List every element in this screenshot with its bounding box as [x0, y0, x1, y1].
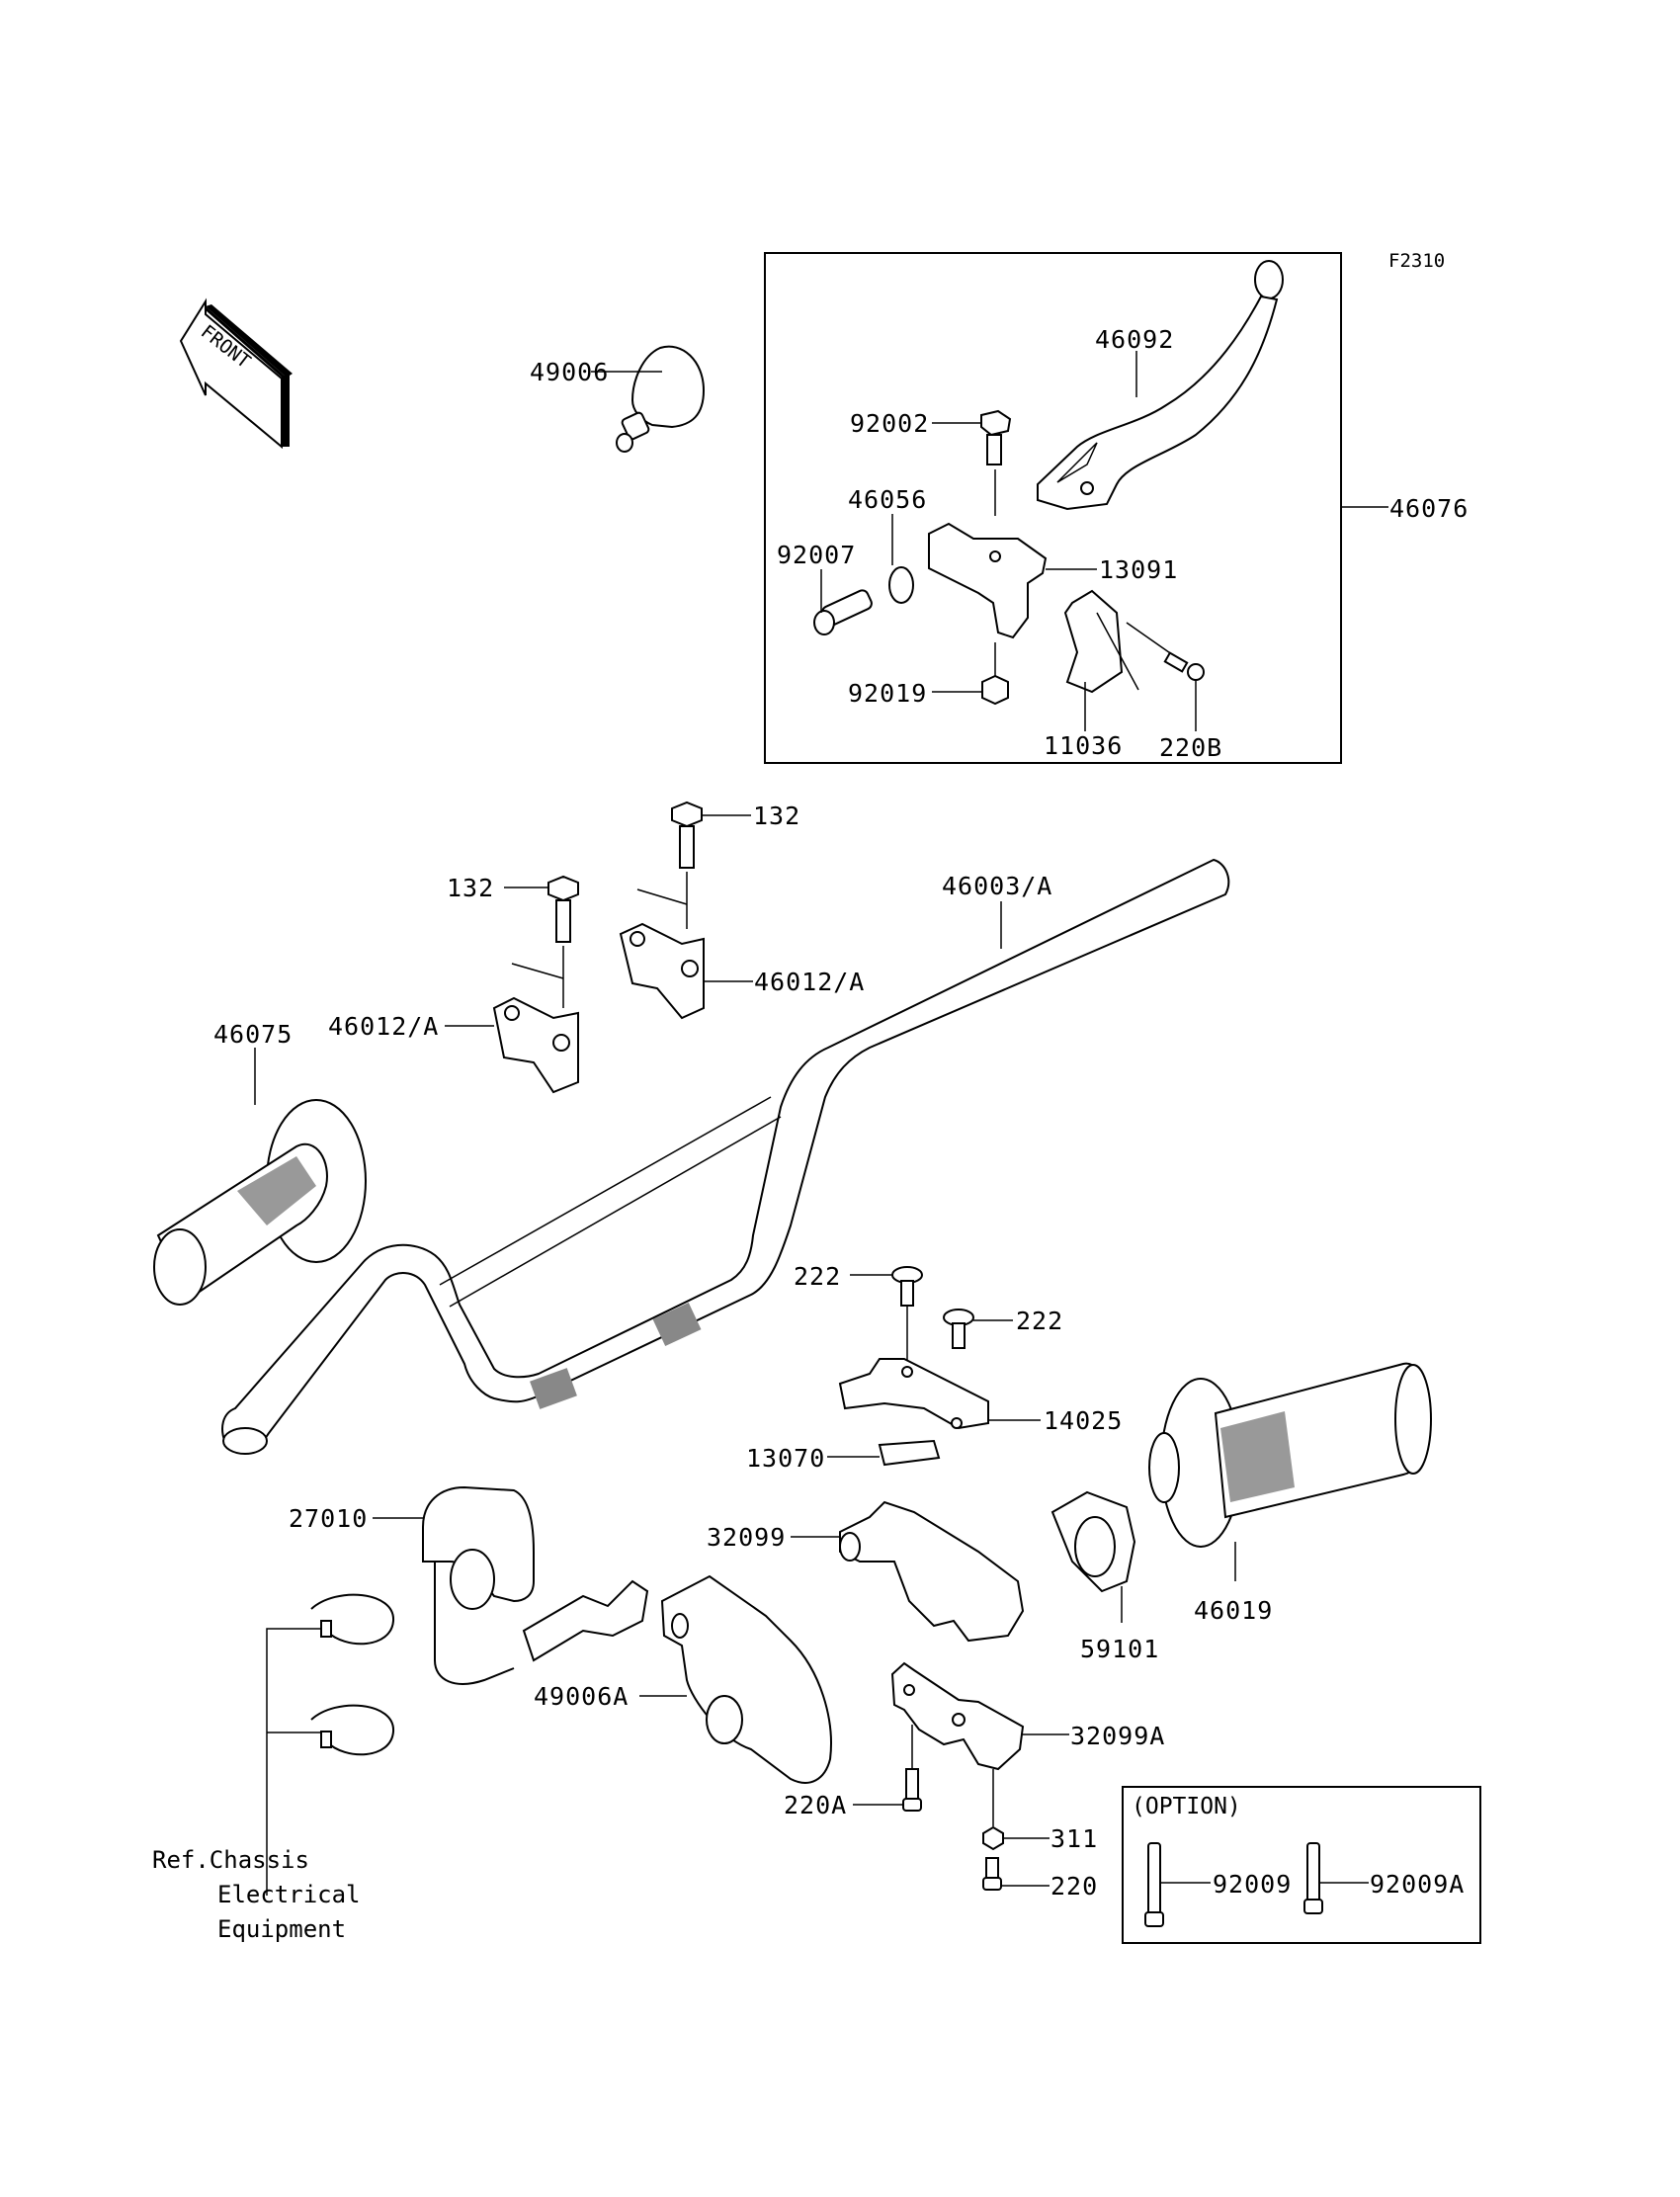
part-46056[interactable]: 46056 — [848, 485, 927, 604]
label-132-left: 132 — [447, 874, 494, 902]
option-box: (OPTION) — [1122, 1786, 1481, 1944]
label-222-left: 222 — [794, 1262, 841, 1291]
part-49006A[interactable]: 49006A — [534, 1574, 832, 1784]
label-46056: 46056 — [848, 485, 927, 514]
label-49006: 49006 — [530, 358, 609, 386]
label-46092: 46092 — [1095, 325, 1174, 354]
part-92007[interactable]: 92007 — [777, 541, 874, 635]
label-46019: 46019 — [1194, 1596, 1273, 1625]
part-32099[interactable]: 32099 — [707, 1500, 1025, 1643]
part-92009[interactable]: 92009 — [1144, 1842, 1292, 1927]
ref-line-2: Electrical — [217, 1881, 361, 1908]
label-13091: 13091 — [1099, 555, 1178, 584]
part-132-left[interactable]: 132 — [447, 874, 579, 943]
part-46012A-left[interactable]: 46012/A — [328, 946, 579, 1094]
ref-line-1: Ref.Chassis — [152, 1846, 309, 1874]
label-220B: 220B — [1159, 733, 1222, 762]
part-13070[interactable]: 13070 — [746, 1439, 941, 1473]
part-220[interactable]: 220 — [982, 1857, 1098, 1901]
label-92002: 92002 — [850, 409, 929, 438]
label-49006A: 49006A — [534, 1682, 629, 1711]
part-222-left[interactable]: 222 — [794, 1262, 923, 1307]
label-92009A: 92009A — [1370, 1870, 1465, 1899]
front-arrow-icon: FRONT — [179, 297, 293, 450]
label-32099A: 32099A — [1070, 1722, 1165, 1750]
part-132-right[interactable]: 132 — [671, 801, 800, 869]
label-222-right: 222 — [1016, 1307, 1063, 1335]
part-46092[interactable]: 46092 — [1037, 260, 1284, 511]
part-13091[interactable]: 13091 — [928, 522, 1178, 639]
reference-note: Ref.Chassis Electrical Equipment — [152, 1846, 361, 1943]
part-46003A-handlebar[interactable]: 46003/A — [221, 858, 1230, 1455]
part-27010-switch[interactable]: 27010 — [289, 1485, 649, 1685]
ref-line-3: Equipment — [217, 1915, 346, 1943]
label-92009: 92009 — [1213, 1870, 1292, 1899]
figure-id: F2310 — [1388, 250, 1445, 272]
part-59101[interactable]: 59101 — [1050, 1490, 1159, 1663]
label-311: 311 — [1050, 1824, 1098, 1853]
part-14025[interactable]: 14025 — [838, 1307, 1123, 1435]
part-46075-grip[interactable]: 46075 — [153, 1020, 367, 1306]
label-46075: 46075 — [213, 1020, 293, 1049]
label-132-right: 132 — [753, 802, 800, 830]
label-46012A-left: 46012/A — [328, 1012, 439, 1041]
part-220A[interactable]: 220A — [784, 1725, 922, 1819]
label-13070: 13070 — [746, 1444, 825, 1473]
label-32099: 32099 — [707, 1523, 786, 1552]
label-46076: 46076 — [1389, 494, 1469, 523]
part-32099A[interactable]: 32099A — [890, 1661, 1165, 1771]
part-220B[interactable]: 220B — [1126, 622, 1222, 762]
part-92002[interactable]: 92002 — [850, 409, 1012, 516]
label-14025: 14025 — [1044, 1406, 1123, 1435]
part-46012A-right[interactable]: 46012/A — [619, 872, 865, 1020]
label-59101: 59101 — [1080, 1635, 1159, 1663]
label-11036: 11036 — [1044, 731, 1123, 760]
part-46019-grip[interactable]: 46019 — [1148, 1362, 1432, 1625]
label-46012A-right: 46012/A — [754, 968, 865, 996]
part-49006[interactable]: 49006 — [530, 345, 706, 453]
label-92007: 92007 — [777, 541, 856, 569]
label-46003A: 46003/A — [942, 872, 1052, 900]
part-222-right[interactable]: 222 — [943, 1307, 1063, 1349]
cable-ties[interactable] — [266, 1593, 395, 1896]
label-220A: 220A — [784, 1791, 847, 1819]
option-title: (OPTION) — [1132, 1794, 1241, 1819]
part-92019[interactable]: 92019 — [848, 642, 1009, 708]
label-27010: 27010 — [289, 1504, 368, 1533]
part-92009A[interactable]: 92009A — [1303, 1842, 1465, 1914]
part-11036[interactable]: 11036 — [1044, 589, 1139, 760]
label-220: 220 — [1050, 1872, 1098, 1901]
label-92019: 92019 — [848, 679, 927, 708]
part-311[interactable]: 311 — [982, 1769, 1098, 1853]
assembly-46076-box — [764, 252, 1342, 764]
